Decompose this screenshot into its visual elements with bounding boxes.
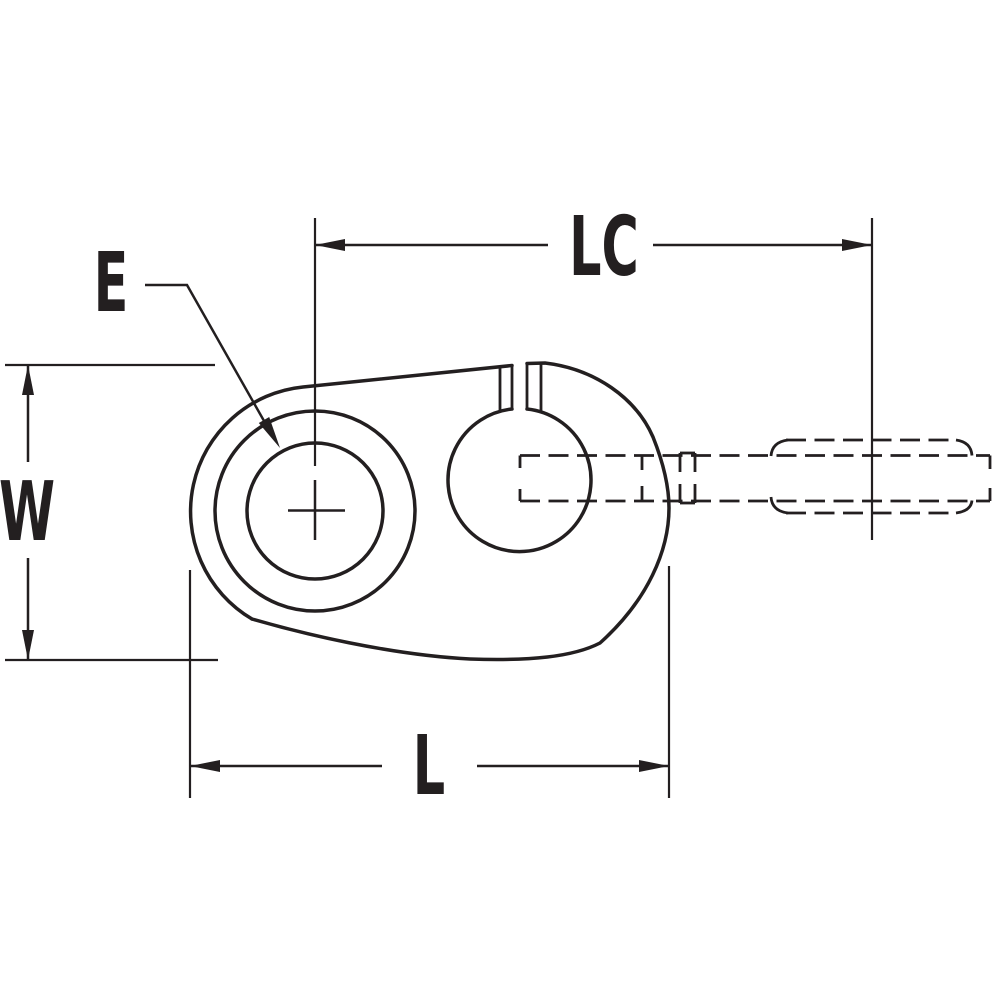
dimension-label-lc: LC [569,200,639,295]
e-leader-arrowhead [258,417,280,448]
e-leader-line [145,283,274,436]
dimension-label-l: L [413,719,445,814]
w-top-arrowhead [22,365,34,395]
e-callout: E [94,236,280,448]
clamp-slit [498,361,543,413]
l-left-arrowhead [190,760,220,772]
w-bottom-arrowhead [22,630,34,660]
fitting-shoulder-arc [955,438,974,456]
fitting-shoulder-arc [955,500,974,515]
body-right-and-bottom-edge [250,361,671,662]
dimension-label-w: W [0,465,55,560]
l-right-arrowhead [639,760,669,772]
cable-hole-circle [446,407,593,554]
clamp-body-outline [188,361,671,662]
fitting-corner-arc [769,496,789,515]
dimension-label-e: E [94,236,129,331]
w-dimension: W [0,363,218,662]
body-left-and-top-edge [188,363,514,621]
lc-left-arrowhead [315,239,345,251]
l-dimension: L [188,566,671,814]
cable-hidden-outline [518,438,992,515]
fitting-corner-arc [769,438,789,457]
hole-center-mark [288,480,345,540]
lc-right-arrowhead [842,239,872,251]
lc-dimension: LC [313,200,874,540]
